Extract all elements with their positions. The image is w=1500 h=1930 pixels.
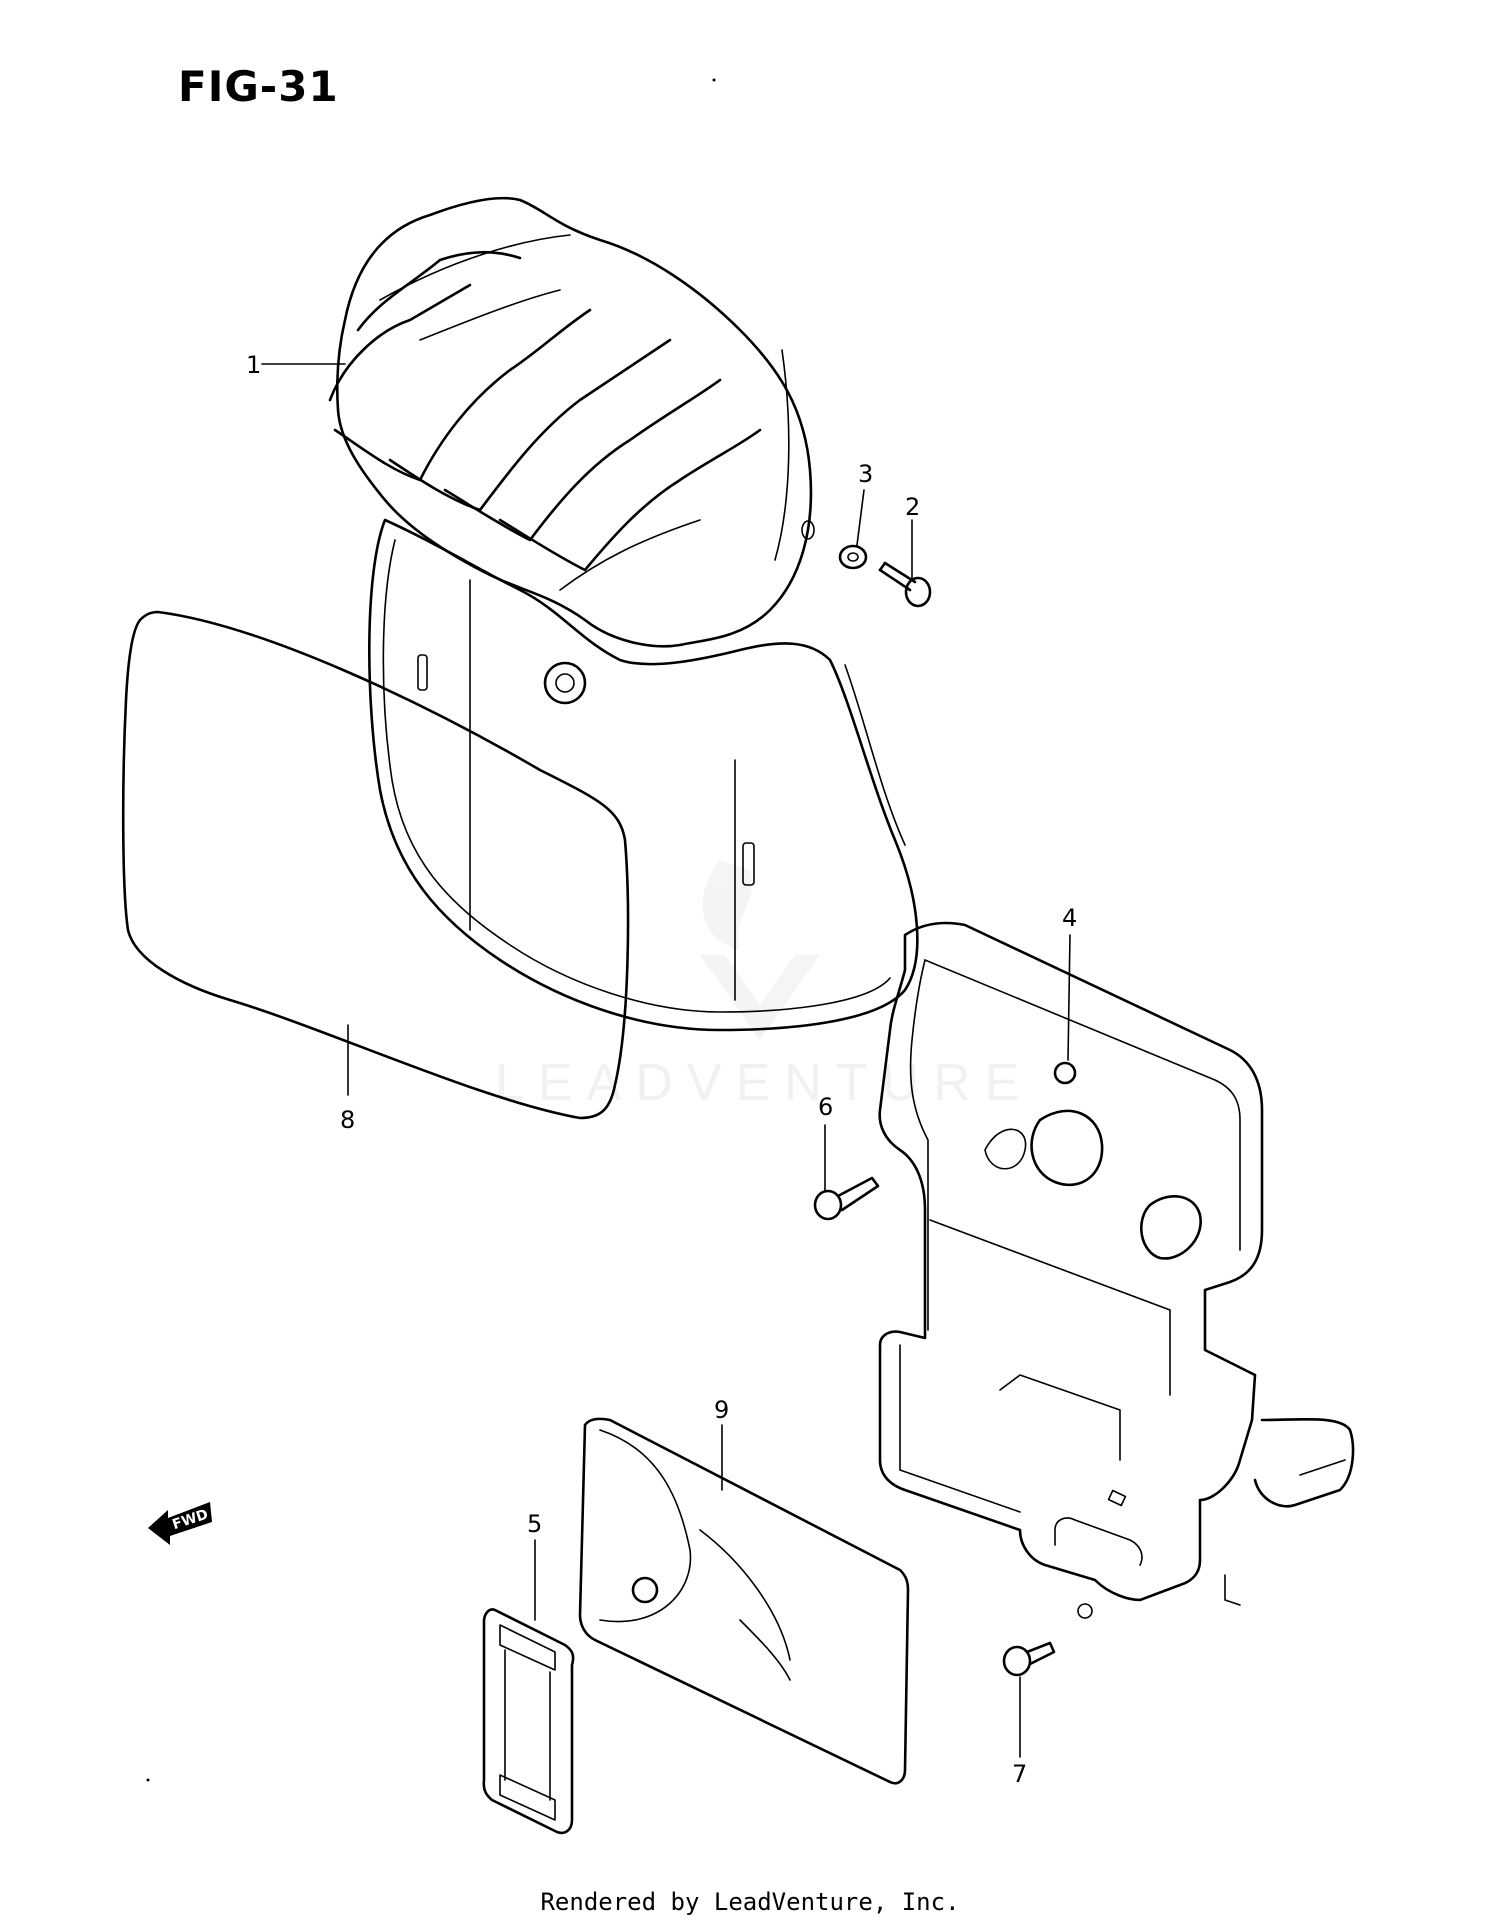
figure-title: FIG-31	[178, 62, 339, 111]
forward-direction-arrow: FWD	[148, 1502, 212, 1545]
part-label-9: 9	[714, 1396, 729, 1424]
watermark-logo: LEADVENTURE	[495, 860, 1033, 1112]
leader-lines	[261, 363, 1071, 1758]
part-9-element-plate	[578, 1417, 910, 1785]
part-4-air-box	[878, 921, 1355, 1619]
part-6-screw	[813, 1176, 880, 1221]
part-7-screw	[1002, 1641, 1056, 1677]
watermark-text: LEADVENTURE	[495, 1054, 1033, 1112]
part-1-duct-cover	[328, 196, 919, 1032]
part-label-1: 1	[246, 351, 261, 379]
part-5-clip	[482, 1608, 575, 1835]
part-8-side-panel	[121, 610, 630, 1120]
part-label-5: 5	[527, 1510, 542, 1538]
part-label-7: 7	[1012, 1760, 1027, 1788]
part-2-screw	[878, 561, 932, 608]
part-label-4: 4	[1062, 904, 1077, 932]
part-labels: 1 2 3 4 5 6 7 8 9	[246, 351, 1077, 1788]
part-label-8: 8	[340, 1106, 355, 1134]
render-credit-footer: Rendered by LeadVenture, Inc.	[540, 1888, 960, 1916]
part-label-3: 3	[858, 460, 873, 488]
part-3-washer	[838, 544, 868, 570]
part-label-6: 6	[818, 1093, 833, 1121]
part-label-2: 2	[905, 493, 920, 521]
